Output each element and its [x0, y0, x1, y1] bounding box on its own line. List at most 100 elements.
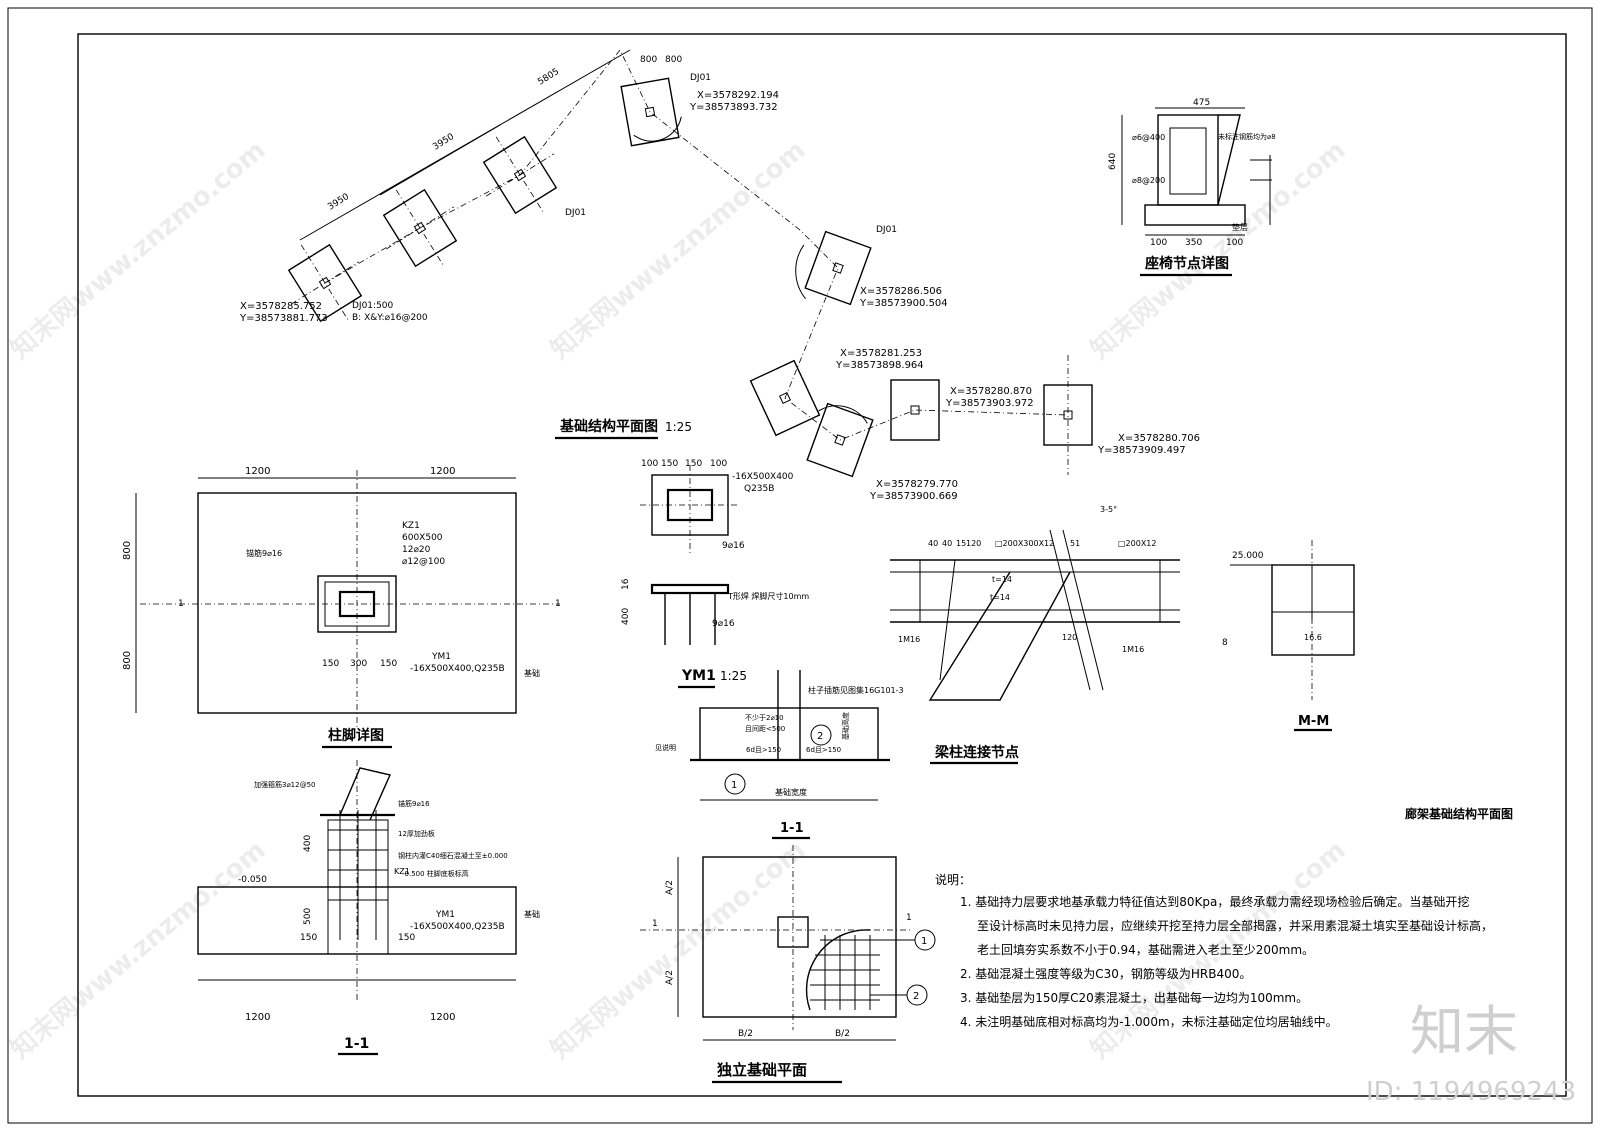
cf-mark: 1	[555, 599, 561, 609]
bj-label: 51	[1070, 539, 1080, 548]
bench-dim: 100	[1150, 238, 1167, 248]
plan-tag: B: X&Y:⌀16@200	[352, 313, 428, 323]
s11a-label: -0.050	[238, 875, 267, 885]
s11a-dim: 500	[303, 908, 313, 925]
bj-label: 120	[966, 539, 981, 548]
bench-dim: 640	[1108, 153, 1118, 170]
bj-label: □200X300X12	[995, 539, 1054, 548]
ym1-plate	[640, 465, 740, 645]
plan-dim: 5805	[536, 67, 561, 88]
footing	[749, 359, 821, 437]
mm-title: M-M	[1298, 714, 1329, 729]
plan-dim: 800	[665, 55, 682, 65]
iso-marker: 1	[921, 936, 927, 947]
coord-y: Y=38573900.504	[859, 298, 948, 309]
s11a-dim: 1200	[245, 1012, 270, 1023]
plan-dim: 3950	[326, 192, 351, 213]
footing	[890, 379, 940, 441]
bj-label: 1M16	[898, 635, 920, 644]
plan-tag: DJ01:500	[352, 301, 394, 311]
s11b-label: 6d且>150	[806, 746, 841, 754]
sheet-title: 廊架基础结构平面图	[1405, 806, 1513, 821]
iso-marker: 2	[913, 991, 919, 1002]
s11a-label: KZ1	[394, 867, 410, 876]
s11a-dim: 150	[398, 933, 415, 943]
bj-label: 15	[956, 539, 966, 548]
coord-x: X=3578292.194	[697, 90, 779, 101]
iso-title: 独立基础平面	[717, 1061, 807, 1079]
bench-title: 座椅节点详图	[1145, 255, 1229, 272]
bj-label: t=14	[992, 575, 1012, 584]
mm-label: 25.000	[1232, 551, 1264, 561]
bench-detail	[1121, 107, 1272, 236]
plan-title: 基础结构平面图	[560, 418, 658, 435]
cf-label: YM1	[431, 652, 451, 662]
plan-tag: DJ01	[565, 208, 586, 218]
note-line: 老土回填夯实系数不小于0.94，基础需进入老土至少200mm。	[977, 942, 1314, 957]
iso-label: B/2	[835, 1029, 850, 1039]
bench-label: 未标注钢筋均为⌀8	[1218, 132, 1276, 141]
bj-label: □200X12	[1118, 539, 1157, 548]
s11b-label: 且间距<500	[745, 725, 785, 733]
callout-circle	[724, 773, 746, 795]
cf-dim: 800	[122, 651, 133, 670]
iso-label: A/2	[665, 970, 675, 985]
plan-dim: 3950	[431, 132, 456, 153]
s11a-label: -16X500X400,Q235B	[410, 922, 505, 932]
note-line: 2. 基础混凝土强度等级为C30，钢筋等级为HRB400。	[960, 966, 1251, 981]
ym1-dim: 100	[710, 459, 727, 469]
s11b-label: 见说明	[655, 743, 676, 752]
cf-dim: 1200	[430, 466, 455, 477]
cf-label: 12⌀20	[402, 545, 431, 555]
id-label: ID: 1194969243	[1366, 1077, 1576, 1107]
inner-frame	[77, 33, 1567, 1097]
foundation-plan	[287, 49, 1093, 478]
s11a-label: 12厚加劲板	[398, 829, 435, 838]
ym1-label: T形焊 焊脚尺寸10mm	[727, 591, 809, 601]
notes: 说明： 1. 基础持力层要求地基承载力特征值达到80Kpa，最终承载力需经现场检…	[935, 872, 1493, 1029]
watermark-text: 知末网www.znzmo.com	[5, 835, 271, 1065]
iso-label: B/2	[738, 1029, 753, 1039]
s11a-dim: 150	[300, 933, 317, 943]
iso-label: A/2	[665, 880, 675, 895]
bj-label: 3-5°	[1100, 505, 1117, 514]
s11b-label: 基础宽度	[775, 787, 807, 797]
footing	[620, 77, 680, 147]
ym1-label: -16X500X400	[732, 472, 794, 482]
ym1-title: YM1	[681, 668, 716, 684]
s11b-label: 不少于2⌀10	[745, 714, 784, 722]
bench-label: ⌀8@200	[1132, 176, 1165, 185]
coord-y: Y=38573903.972	[945, 398, 1034, 409]
bj-label: 1M16	[1122, 645, 1144, 654]
callout-circle	[810, 724, 832, 746]
ym1-label: Q235B	[744, 484, 774, 494]
s11a-label: 加强箍筋3⌀12@50	[254, 780, 315, 789]
cf-dim: 300	[350, 659, 367, 669]
iso-label: 1	[652, 919, 658, 929]
mm-label: 16.6	[1304, 633, 1322, 642]
coord-x: X=3578281.253	[840, 348, 922, 359]
ym1-dim: 150	[661, 459, 678, 469]
watermark-text: 知末网www.znzmo.com	[545, 135, 811, 365]
footing	[806, 402, 874, 478]
ym1-label: 9⌀16	[712, 619, 735, 629]
cf-dim: 150	[380, 659, 397, 669]
mm-label: 8	[1222, 638, 1228, 648]
bench-dim: 100	[1226, 238, 1243, 248]
cf-mark: 1	[178, 599, 184, 609]
s11a-dim: 400	[303, 835, 313, 852]
ym1-dim: 150	[685, 459, 702, 469]
plan-tag: DJ01	[690, 73, 711, 83]
note-line: 3. 基础垫层为150厚C20素混凝土，出基础每一边均为100mm。	[960, 990, 1308, 1005]
cf-dim: 800	[122, 541, 133, 560]
coord-y: Y=38573881.773	[239, 313, 328, 324]
coord-y: Y=38573909.497	[1097, 445, 1186, 456]
coord-y: Y=38573900.669	[869, 491, 958, 502]
s11a-label: -0.500 柱脚底板标高	[402, 869, 469, 878]
cf-label: 基础	[524, 668, 540, 678]
bench-label: 垫层	[1232, 222, 1248, 232]
bj-label: 40	[928, 539, 938, 548]
coord-x: X=3578285.752	[240, 301, 322, 312]
